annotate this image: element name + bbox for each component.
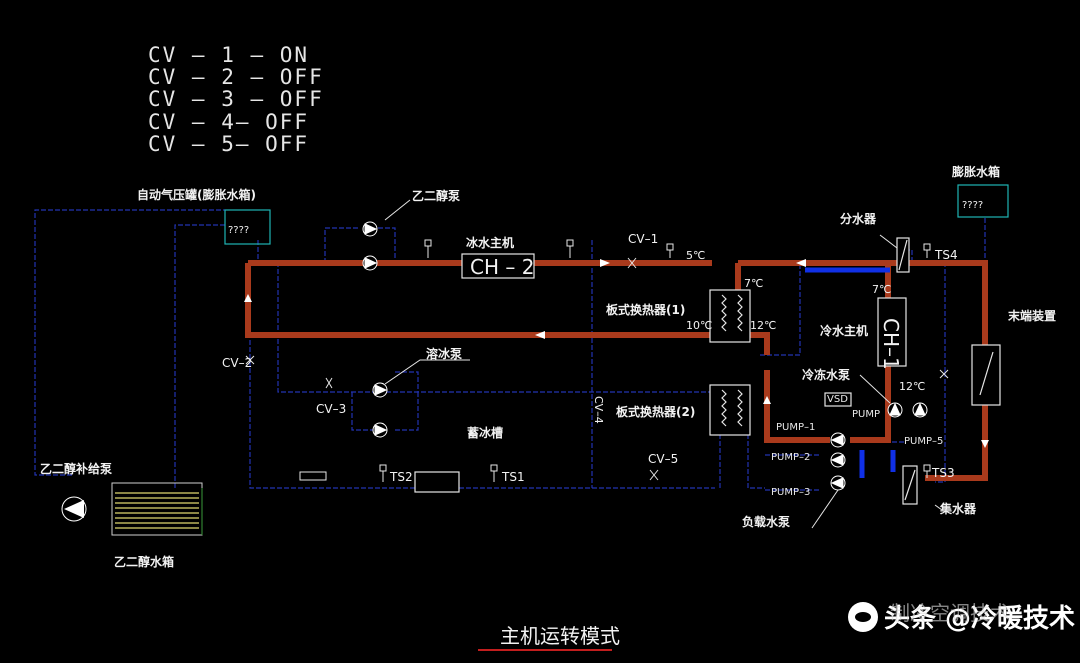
label-cv3: CV–3 [316,402,347,416]
label-load-pump: 负载水泵 [742,515,791,529]
label-cv1: CV–1 [628,232,659,246]
label-cv2: CV–2 [222,356,253,370]
label-distributor: 分水器 [840,212,877,226]
sensor-symbols [299,239,931,482]
label-chiller: 冷水主机 [820,324,869,338]
watermark-back-text: 制冷空调技术 [890,601,1010,625]
watermark-text: 头条 @冷暖技术 [884,604,1076,634]
thin-piping [34,209,986,491]
label-plate-hx-1: 板式换热器(1) [606,303,686,317]
label-pump-5: PUMP–5 [904,436,944,447]
label-pump-3: PUMP–3 [771,487,811,498]
label-cold-pump: 冷冻水泵 [802,368,851,382]
label-unknown-b: ???? [962,200,984,211]
label-unknown-a: ???? [228,225,250,236]
label-glycol-pump: 乙二醇泵 [412,189,461,203]
label-ts3: TS3 [932,466,955,480]
label-temp-12a: 12℃ [750,319,777,332]
status-cv4: CV – 4– OFF [148,110,310,134]
leader-lines [384,199,943,529]
status-cv5: CV – 5– OFF [148,132,310,156]
label-ch2: CH – 2 [470,255,535,279]
label-vsd: VSD [827,394,848,405]
label-pump-1: PUMP–1 [776,422,816,433]
chilled-pipes [805,267,896,478]
label-temp-12b: 12℃ [899,380,926,393]
label-terminal: 末端装置 [1008,309,1057,323]
status-cv3: CV – 3 – OFF [148,87,324,111]
label-ts1: TS1 [502,470,525,484]
label-temp-7b: 7℃ [872,283,892,296]
label-cv4: CV–4 [592,396,605,424]
status-cv1: CV – 1 – ON [148,43,310,67]
label-temp-10: 10℃ [686,319,713,332]
equipment [414,237,1001,505]
watermark-logo-icon [848,601,878,632]
label-plate-hx-2: 板式换热器(2) [616,405,696,419]
label-cv5: CV–5 [648,452,679,466]
label-glycol-makeup-pump: 乙二醇补给泵 [40,462,113,476]
pump-symbols [61,221,928,522]
tanks [224,184,1009,245]
label-ts4: TS4 [935,248,958,262]
label-ch1: CH–1 [879,318,903,370]
status-cv2: CV – 2 – OFF [148,65,324,89]
label-expansion-tank: 膨胀水箱 [952,165,1001,179]
glycol-tank [111,482,203,536]
valve-symbols [245,257,949,481]
label-ts2: TS2 [390,470,413,484]
label-glycol-tank: 乙二醇水箱 [114,555,175,569]
watermark: 头条 @冷暖技术 [848,598,1075,635]
page-title: 主机运转模式 [500,624,620,648]
label-collector: 集水器 [940,502,977,516]
label-temp-7a: 7℃ [744,277,764,290]
label-ice-chiller: 冰水主机 [466,236,515,250]
label-melt-pump: 溶冰泵 [426,347,463,361]
label-auto-pressure-tank: 自动气压罐(膨胀水箱) [137,188,256,202]
label-pump-vsd: PUMP [852,409,881,420]
label-ice-tank: 蓄冰槽 [467,426,504,440]
flow-arrows [244,259,989,448]
label-temp-5: 5℃ [686,249,706,262]
label-pump-2: PUMP–2 [771,452,811,463]
